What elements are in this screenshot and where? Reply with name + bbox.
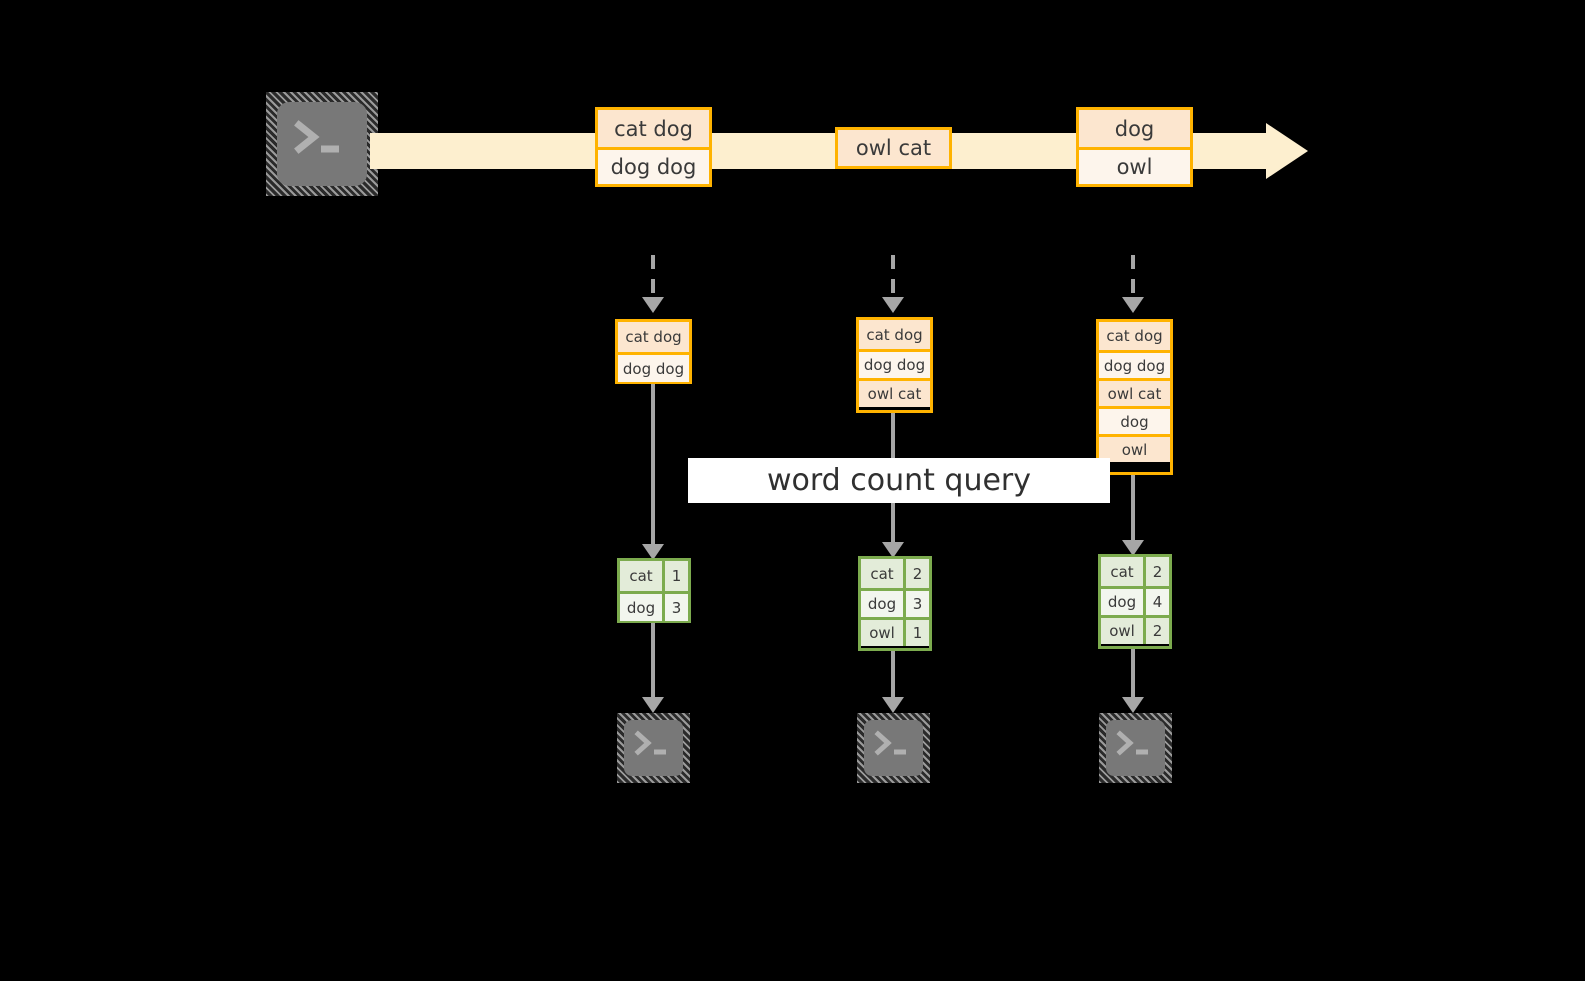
- result-count-cell: 2: [1146, 557, 1169, 586]
- stream-event-line: dog dog: [598, 147, 709, 184]
- sink-flow-arrowhead-icon: [882, 697, 904, 713]
- result-count-cell: 1: [906, 620, 929, 646]
- sink-flow-line: [891, 651, 895, 703]
- result-table[interactable]: cat 2 dog 3 owl 1: [858, 556, 932, 651]
- stream-event-line: dog: [1079, 110, 1190, 147]
- result-word-cell: cat: [1101, 557, 1146, 586]
- snapshot-input-box[interactable]: cat dog dog dog owl cat: [856, 317, 933, 413]
- result-count-cell: 4: [1146, 589, 1169, 615]
- stream-event-line: cat dog: [598, 110, 709, 147]
- sink-flow-arrowhead-icon: [642, 697, 664, 713]
- result-word-cell: cat: [861, 559, 906, 588]
- result-word-cell: cat: [620, 561, 665, 591]
- result-count-cell: 3: [906, 591, 929, 617]
- sink-terminal-icon[interactable]: [1099, 713, 1172, 783]
- query-label: word count query: [688, 458, 1110, 503]
- result-row: owl 1: [861, 617, 929, 646]
- snapshot-input-row: dog dog: [859, 349, 930, 378]
- result-count-cell: 1: [665, 561, 688, 591]
- result-row: dog 3: [620, 591, 688, 621]
- result-count-cell: 2: [906, 559, 929, 588]
- terminal-screen: [864, 720, 923, 776]
- result-row: owl 2: [1101, 615, 1169, 644]
- result-row: cat 1: [620, 561, 688, 591]
- result-word-cell: owl: [861, 620, 906, 646]
- result-row: dog 3: [861, 588, 929, 617]
- result-row: dog 4: [1101, 586, 1169, 615]
- result-word-cell: dog: [620, 594, 665, 621]
- terminal-prompt-icon: [617, 713, 690, 783]
- sink-terminal-icon[interactable]: [617, 713, 690, 783]
- terminal-screen: [624, 720, 683, 776]
- stream-event-box[interactable]: owl cat: [835, 127, 952, 169]
- terminal-prompt-icon: [857, 713, 930, 783]
- terminal-screen: [277, 102, 367, 186]
- result-table[interactable]: cat 1 dog 3: [617, 558, 691, 623]
- terminal-screen: [1106, 720, 1165, 776]
- snapshot-input-box[interactable]: cat dog dog dog: [615, 319, 692, 384]
- snapshot-input-row: cat dog: [859, 320, 930, 349]
- snapshot-input-row: cat dog: [618, 322, 689, 352]
- sink-terminal-icon[interactable]: [857, 713, 930, 783]
- query-flow-arrowhead-icon: [882, 542, 904, 558]
- snapshot-input-row: owl cat: [1099, 378, 1170, 406]
- result-row: cat 2: [1101, 557, 1169, 586]
- stream-arrowhead-icon: [1266, 123, 1308, 179]
- snapshot-tap-line: [651, 255, 655, 301]
- source-terminal-icon[interactable]: [266, 92, 378, 196]
- snapshot-input-row: dog dog: [618, 352, 689, 382]
- result-table[interactable]: cat 2 dog 4 owl 2: [1098, 554, 1172, 649]
- snapshot-input-row: owl cat: [859, 378, 930, 407]
- snapshot-input-row: dog dog: [1099, 350, 1170, 378]
- terminal-prompt-icon: [1099, 713, 1172, 783]
- result-word-cell: dog: [1101, 589, 1146, 615]
- result-row: cat 2: [861, 559, 929, 588]
- sink-flow-line: [1131, 649, 1135, 703]
- query-flow-line: [651, 384, 655, 552]
- snapshot-input-row: dog: [1099, 406, 1170, 434]
- stream-event-box[interactable]: dog owl: [1076, 107, 1193, 187]
- snapshot-tap-line: [1131, 255, 1135, 301]
- snapshot-input-box[interactable]: cat dog dog dog owl cat dog owl: [1096, 319, 1173, 475]
- snapshot-tap-arrowhead-icon: [882, 297, 904, 313]
- stream-event-box[interactable]: cat dog dog dog: [595, 107, 712, 187]
- query-flow-arrowhead-icon: [1122, 540, 1144, 556]
- snapshot-tap-arrowhead-icon: [642, 297, 664, 313]
- stream-event-line: owl cat: [838, 130, 949, 166]
- result-count-cell: 3: [665, 594, 688, 621]
- query-flow-arrowhead-icon: [642, 544, 664, 560]
- result-count-cell: 2: [1146, 618, 1169, 644]
- snapshot-input-row: cat dog: [1099, 322, 1170, 350]
- terminal-prompt-icon: [266, 92, 378, 196]
- snapshot-input-row: owl: [1099, 434, 1170, 462]
- query-flow-line: [1131, 475, 1135, 550]
- sink-flow-line: [651, 623, 655, 703]
- result-word-cell: owl: [1101, 618, 1146, 644]
- stream-event-line: owl: [1079, 147, 1190, 184]
- sink-flow-arrowhead-icon: [1122, 697, 1144, 713]
- snapshot-tap-arrowhead-icon: [1122, 297, 1144, 313]
- result-word-cell: dog: [861, 591, 906, 617]
- snapshot-tap-line: [891, 255, 895, 301]
